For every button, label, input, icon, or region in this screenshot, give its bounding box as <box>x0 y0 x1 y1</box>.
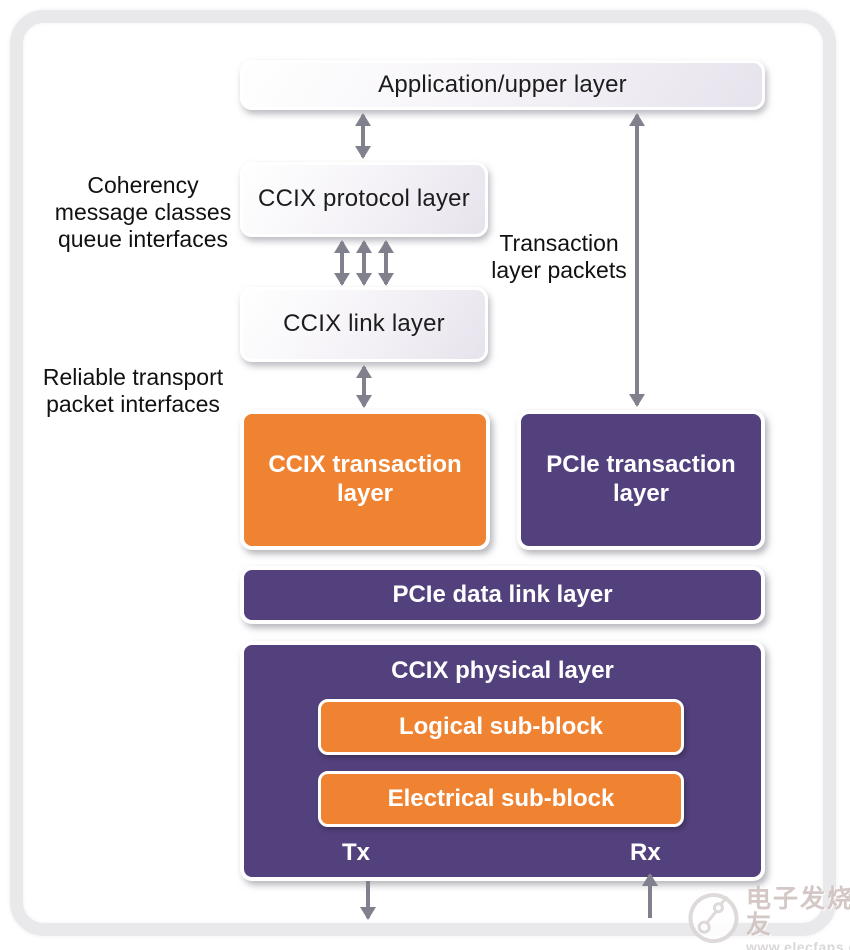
application-upper-layer-label: Application/upper layer <box>378 70 627 98</box>
elecfans-site-name: 电子发烧友 <box>746 885 850 940</box>
pcie-transaction-layer-box: PCIe transaction layer <box>517 410 765 550</box>
pcie-data-link-layer-box: PCIe data link layer <box>240 566 765 624</box>
application-upper-layer-box: Application/upper layer <box>240 60 765 110</box>
logical-sub-block-box: Logical sub-block <box>318 699 684 755</box>
electrical-sub-block-box: Electrical sub-block <box>318 771 684 827</box>
elecfans-site-url: www.elecfans.com <box>746 938 850 950</box>
elecfans-watermark-text: 电子发烧友 www.elecfans.com <box>746 886 850 950</box>
ccix-transaction-layer-label: CCIX transaction layer <box>268 451 462 507</box>
reliable-transport-note: Reliable transport packet interfaces <box>42 364 224 418</box>
ccix-link-layer-label: CCIX link layer <box>283 310 445 338</box>
link-to-ccix-transaction-arrow <box>356 365 372 408</box>
ccix-protocol-layer-box: CCIX protocol layer <box>240 162 488 237</box>
tx-label: Tx <box>342 839 371 866</box>
pcie-data-link-layer-label: PCIe data link layer <box>392 580 613 608</box>
coherency-note: Coherency message classes queue interfac… <box>54 172 232 253</box>
app-to-pcie-transaction-arrow <box>629 113 645 407</box>
elecfans-watermark: 电子发烧友 www.elecfans.com <box>688 886 850 950</box>
rx-label: Rx <box>630 839 661 866</box>
ccix-link-layer-box: CCIX link layer <box>240 287 488 362</box>
ccix-transaction-layer-box: CCIX transaction layer <box>240 410 490 550</box>
logical-sub-block-label: Logical sub-block <box>398 713 604 740</box>
tx-output-arrow <box>360 879 376 920</box>
ccix-physical-layer-label: CCIX physical layer <box>391 657 614 684</box>
pcie-transaction-layer-label: PCIe transaction layer <box>546 451 736 507</box>
electrical-sub-block-label: Electrical sub-block <box>387 785 615 812</box>
protocol-to-link-arrow-1 <box>334 240 350 286</box>
app-to-protocol-arrow <box>355 113 371 159</box>
elecfans-logo-icon <box>683 887 746 950</box>
ccix-protocol-layer-label: CCIX protocol layer <box>258 185 470 213</box>
protocol-to-link-arrow-2 <box>356 240 372 286</box>
rx-input-arrow <box>642 873 658 920</box>
ccix-physical-layer-box: CCIX physical layer Logical sub-block El… <box>240 641 765 881</box>
protocol-to-link-arrow-3 <box>378 240 394 286</box>
transaction-layer-packets-note: Transaction layer packets <box>491 230 627 284</box>
